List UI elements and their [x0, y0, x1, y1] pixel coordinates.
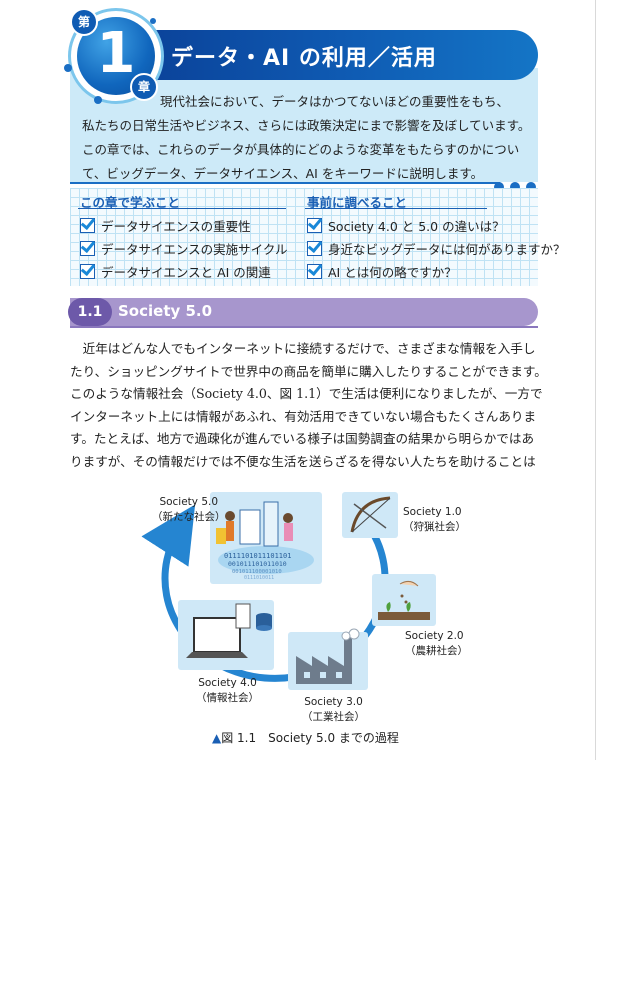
rule-dot-icon: [494, 182, 504, 192]
rule-dot-icon: [510, 182, 520, 192]
body-line: りますが、その情報だけでは不便な生活を送らざるを得ない人たちを助けることは: [70, 453, 536, 469]
intro-line: 現代社会において、データはかつてないほどの重要性をもち、: [160, 94, 510, 109]
intro-line: 私たちの日常生活やビジネス、さらには政策決定にまで影響を及ぼしています。: [82, 118, 531, 133]
body-line: 近年はどんな人でもインターネットに接続するだけで、さまざまな情報を入手し: [70, 341, 536, 356]
learn-item-label: データサイエンスと AI の関連: [101, 265, 271, 280]
list-item: Society 4.0 と 5.0 の違いは？: [307, 214, 566, 237]
preview-list: Society 4.0 と 5.0 の違いは？ 身近なビッグデータには何がありま…: [307, 214, 566, 283]
page-edge: [595, 0, 596, 760]
section-title: Society 5.0: [118, 302, 213, 320]
decor-dot-icon: [150, 18, 156, 24]
learn-item-label: データサイエンスの重要性: [101, 219, 251, 234]
list-item: データサイエンスの重要性: [80, 214, 288, 237]
checkbox-checked-icon: [80, 218, 95, 233]
stage-label-society4: Society 4.0 （情報社会）: [196, 676, 259, 706]
list-item: データサイエンスと AI の関連: [80, 260, 288, 283]
decor-dot-icon: [64, 64, 72, 72]
body-line: このような情報社会（Society 4.0、図 1.1）で生活は便利になりました…: [70, 386, 543, 402]
stage-desc: （農耕社会）: [405, 645, 468, 657]
stage-name: Society 3.0: [304, 696, 363, 708]
stage-desc: （情報社会）: [196, 692, 259, 704]
checkbox-checked-icon: [307, 264, 322, 279]
decor-dot-icon: [94, 96, 102, 104]
checkbox-checked-icon: [80, 241, 95, 256]
body-line: インターネット上には情報があふれ、有効活用できていない場合もたくさんありま: [70, 408, 537, 424]
stage-label-society3: Society 3.0 （工業社会）: [302, 695, 365, 725]
society3-factory-icon: [288, 628, 368, 690]
intro-rule: [70, 182, 500, 184]
society1-bow-icon: [342, 492, 398, 538]
stage-label-society1: Society 1.0 （狩猟社会）: [403, 505, 466, 535]
society-cycle-figure: 0111101011101101 001011101011010 0010111…: [141, 492, 436, 690]
society5-illustration: 0111101011101101 001011101011010 0010111…: [210, 492, 322, 584]
stage-label-society2: Society 2.0 （農耕社会）: [405, 629, 468, 659]
preview-item-label: Society 4.0 と 5.0 の違いは？: [328, 219, 505, 234]
learn-list: データサイエンスの重要性 データサイエンスの実施サイクル データサイエンスと A…: [80, 214, 288, 283]
binary-line: 001011100001010: [232, 569, 282, 575]
preview-heading-rule: [305, 208, 487, 209]
preview-heading: 事前に調べること: [307, 195, 408, 210]
society2-farming-icon: [372, 574, 436, 626]
stage-desc: （新たな社会）: [152, 511, 226, 523]
section-heading-rule: [70, 326, 538, 328]
learn-item-label: データサイエンスの実施サイクル: [101, 242, 288, 257]
chapter-intro-text: 現代社会において、データはかつてないほどの重要性をもち、 私たちの日常生活やビジ…: [82, 90, 534, 186]
preview-item-label: 身近なビッグデータには何がありますか？: [328, 242, 566, 257]
intro-line: この章では、これらのデータが具体的にどのような変革をもたらすのかについ: [82, 142, 520, 157]
intro-rule-dots: [494, 177, 542, 196]
list-item: 身近なビッグデータには何がありますか？: [307, 237, 566, 260]
society4-computer-icon: [178, 600, 274, 670]
stage-name: Society 5.0: [159, 496, 219, 508]
stage-desc: （狩猟社会）: [403, 521, 466, 533]
chapter-title-bar: [118, 30, 538, 80]
stage-desc: （工業社会）: [302, 711, 365, 723]
binary-line: 0111101011101101: [224, 552, 291, 560]
intro-line: て、ビッグデータ、データサイエンス、AI をキーワードに説明します。: [82, 166, 484, 181]
learn-heading-rule: [78, 208, 286, 209]
section-heading-bar: [70, 298, 538, 326]
rule-dot-icon: [526, 182, 536, 192]
stage-name: Society 2.0: [405, 630, 464, 642]
binary-line: 0111010011: [244, 575, 274, 581]
chapter-number: 1: [96, 21, 136, 86]
body-line: たり、ショッピングサイトで世界中の商品を簡単に購入したりすることができます。: [70, 363, 547, 379]
stage-name: Society 4.0: [198, 677, 257, 689]
list-item: データサイエンスの実施サイクル: [80, 237, 288, 260]
stage-name: Society 1.0: [403, 506, 462, 518]
chapter-marker-dai: 第: [70, 8, 98, 36]
caption-text: 図 1.1 Society 5.0 までの過程: [221, 731, 399, 745]
body-text: 近年はどんな人でもインターネットに接続するだけで、さまざまな情報を入手し たり、…: [70, 338, 547, 474]
stage-label-society5: Society 5.0 （新たな社会）: [152, 495, 226, 525]
chapter-title: データ・AI の利用／活用: [171, 46, 437, 71]
checkbox-checked-icon: [307, 241, 322, 256]
caption-triangle-icon: ▲: [212, 731, 222, 745]
checkbox-checked-icon: [80, 264, 95, 279]
preview-item-label: AI とは何の略ですか？: [328, 265, 457, 280]
objectives-grid-box: [70, 188, 538, 286]
body-line: す。たとえば、地方で過疎化が進んでいる様子は国勢調査の結果から明らかではあ: [70, 431, 535, 447]
list-item: AI とは何の略ですか？: [307, 260, 566, 283]
checkbox-checked-icon: [307, 218, 322, 233]
learn-heading: この章で学ぶこと: [80, 195, 181, 210]
section-number: 1.1: [68, 298, 112, 326]
figure-caption: ▲図 1.1 Society 5.0 までの過程: [212, 729, 399, 746]
binary-line: 001011101011010: [228, 560, 287, 568]
chapter-marker-sho: 章: [130, 73, 158, 101]
